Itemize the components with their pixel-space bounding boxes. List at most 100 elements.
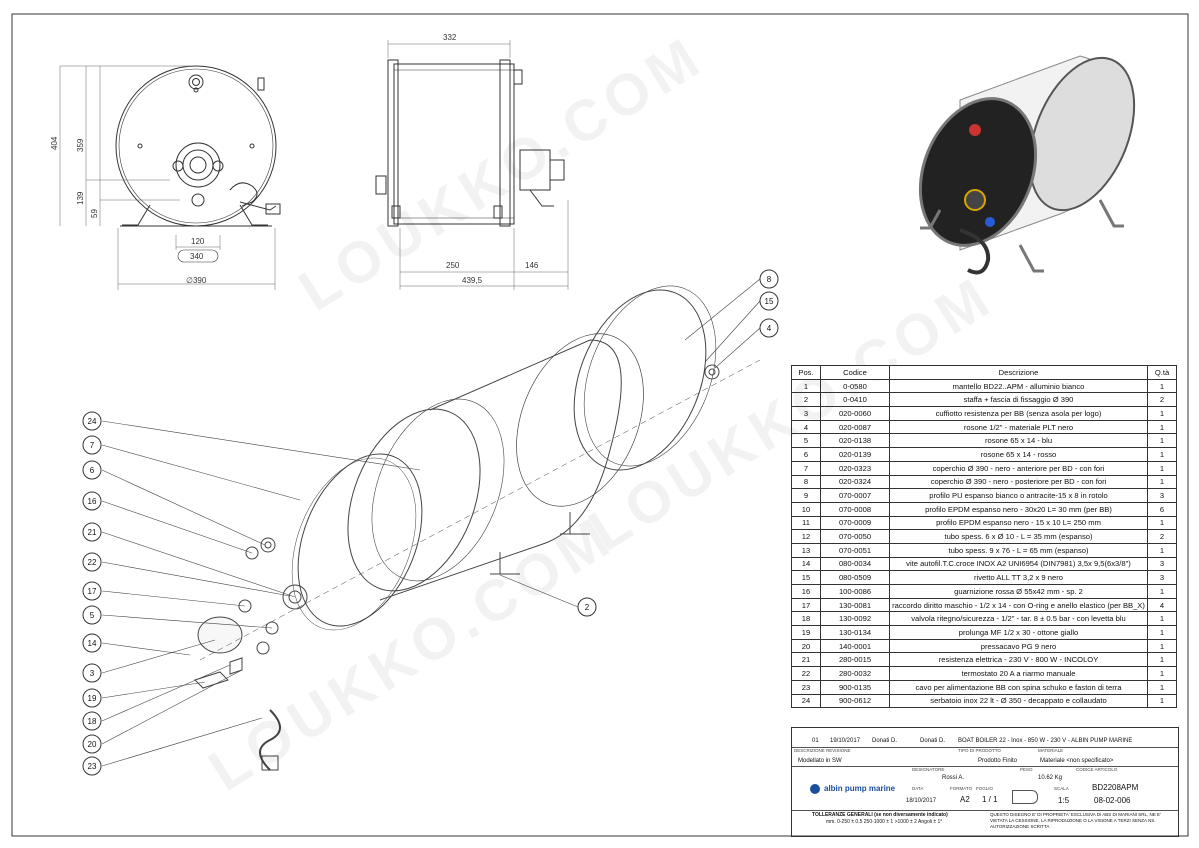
- bom-cell-qty: 2: [1147, 529, 1177, 544]
- bom-cell-qty: 1: [1147, 447, 1177, 462]
- bom-cell-desc: termostato 20 A a riarmo manuale: [889, 666, 1148, 681]
- bom-cell-code: 070-0051: [820, 542, 890, 558]
- svg-text:5: 5: [90, 611, 95, 620]
- bom-cell-qty: 3: [1147, 556, 1177, 572]
- bom-header-code: Codice: [820, 365, 890, 380]
- callout-3: 3: [82, 663, 102, 683]
- callout-23: 23: [82, 756, 102, 776]
- svg-text:17: 17: [88, 587, 97, 596]
- svg-text:24: 24: [88, 417, 97, 426]
- leader-lines: [101, 278, 761, 767]
- bom-cell-qty: 1: [1147, 584, 1177, 599]
- svg-text:15: 15: [765, 297, 774, 306]
- dim-146: 146: [525, 261, 539, 270]
- dim-diam-390: ∅390: [186, 276, 207, 285]
- svg-text:14: 14: [88, 639, 97, 648]
- bom-cell-pos: 15: [791, 570, 821, 585]
- materiale: Materiale <non specificato>: [1040, 758, 1114, 764]
- dim-439-5: 439,5: [462, 276, 483, 285]
- title-block: 01 19/10/2017 Donati D. Donati D. BOAT B…: [791, 727, 1179, 837]
- projection-icon: [1012, 790, 1038, 804]
- bom-cell-code: 0-0580: [820, 378, 890, 394]
- bom-cell-desc: pressacavo PG 9 nero: [889, 638, 1148, 654]
- bom-cell-desc: coperchio Ø 390 - nero - posteriore per …: [889, 474, 1148, 490]
- lbl-scala: SCALA: [1054, 786, 1069, 791]
- bom-cell-qty: 1: [1147, 542, 1177, 558]
- bom-cell-qty: 3: [1147, 488, 1177, 503]
- svg-text:21: 21: [88, 528, 97, 537]
- bom-cell-code: 070-0008: [820, 501, 890, 517]
- lbl-designer: DESIGNATORE: [912, 767, 945, 772]
- bom-cell-qty: 1: [1147, 666, 1177, 681]
- bom-cell-desc: mantello BD22..APM - alluminio bianco: [889, 378, 1148, 394]
- lbl-materiale: MATERIALE: [1038, 748, 1064, 753]
- bom-cell-pos: 22: [791, 666, 821, 681]
- callout-21: 21: [82, 522, 102, 542]
- bom-cell-desc: profilo EPDM espanso nero - 15 x 10 L= 2…: [889, 515, 1148, 531]
- lbl-tipo: TIPO DI PRODOTTO: [958, 748, 1001, 753]
- lbl-data: DATA: [912, 786, 924, 791]
- bom-cell-pos: 21: [791, 652, 821, 668]
- svg-text:7: 7: [90, 441, 95, 450]
- bom-cell-pos: 2: [791, 392, 821, 408]
- callout-5: 5: [82, 605, 102, 625]
- bom-cell-pos: 19: [791, 625, 821, 640]
- bom-cell-qty: 1: [1147, 460, 1177, 476]
- bom-cell-qty: 1: [1147, 693, 1177, 709]
- bom-cell-code: 020-0060: [820, 406, 890, 421]
- lbl-foglio: FOGLIO: [976, 786, 994, 791]
- front-view: [59, 65, 281, 290]
- bom-cell-code: 020-0087: [820, 419, 890, 435]
- bom-cell-code: 130-0092: [820, 611, 890, 627]
- dim-250: 250: [446, 261, 460, 270]
- svg-text:23: 23: [88, 762, 97, 771]
- lbl-desc-rev: DESCRIZIONE REVISIONE: [794, 748, 851, 753]
- bom-cell-pos: 10: [791, 501, 821, 517]
- dim-332: 332: [443, 33, 457, 42]
- bom-cell-desc: rivetto ALL TT 3,2 x 9 nero: [889, 570, 1148, 585]
- bom-cell-code: 0-0410: [820, 392, 890, 408]
- bom-cell-code: 900-0612: [820, 693, 890, 709]
- side-view: [375, 40, 569, 290]
- rev-no: 01: [812, 738, 819, 744]
- callout-7: 7: [82, 435, 102, 455]
- rev-date: 19/10/2017: [830, 738, 861, 744]
- callouts: 24 7 6 16 21 22 17 5 14 3 19 18 20 23 8 …: [82, 269, 779, 776]
- formato: A2: [960, 795, 970, 804]
- bom-cell-code: 020-0323: [820, 460, 890, 476]
- callout-14: 14: [82, 633, 102, 653]
- bom-cell-desc: tubo spess. 6 x Ø 10 - L = 35 mm (espans…: [889, 529, 1148, 544]
- bom-cell-pos: 14: [791, 556, 821, 572]
- bom-cell-pos: 1: [791, 378, 821, 394]
- product-description: BOAT BOILER 22 - Inox - 850 W - 230 V - …: [958, 738, 1133, 744]
- codice-articolo: BD2208APM: [1092, 783, 1139, 792]
- bom-cell-desc: prolunga MF 1/2 x 30 - ottone giallo: [889, 625, 1148, 640]
- bom-cell-pos: 16: [791, 584, 821, 599]
- bom-cell-qty: 1: [1147, 638, 1177, 654]
- callout-17: 17: [82, 581, 102, 601]
- bom-cell-desc: vite autofil.T.C.croce INOX A2 UNI6954 (…: [889, 556, 1148, 572]
- bom-cell-desc: guarnizione rossa Ø 55x42 mm - sp. 2: [889, 584, 1148, 599]
- svg-text:20: 20: [88, 740, 97, 749]
- svg-text:22: 22: [88, 558, 97, 567]
- lbl-formato: FORMATO: [950, 786, 973, 791]
- bom-cell-qty: 1: [1147, 679, 1177, 695]
- bom-cell-code: 020-0138: [820, 433, 890, 449]
- callout-18: 18: [82, 711, 102, 731]
- dim-340: 340: [190, 252, 204, 261]
- bom-cell-qty: 6: [1147, 501, 1177, 517]
- bom-cell-pos: 24: [791, 693, 821, 709]
- sheet-border: [11, 13, 1189, 837]
- bom-cell-desc: profilo EPDM espanso nero - 30x20 L= 30 …: [889, 501, 1148, 517]
